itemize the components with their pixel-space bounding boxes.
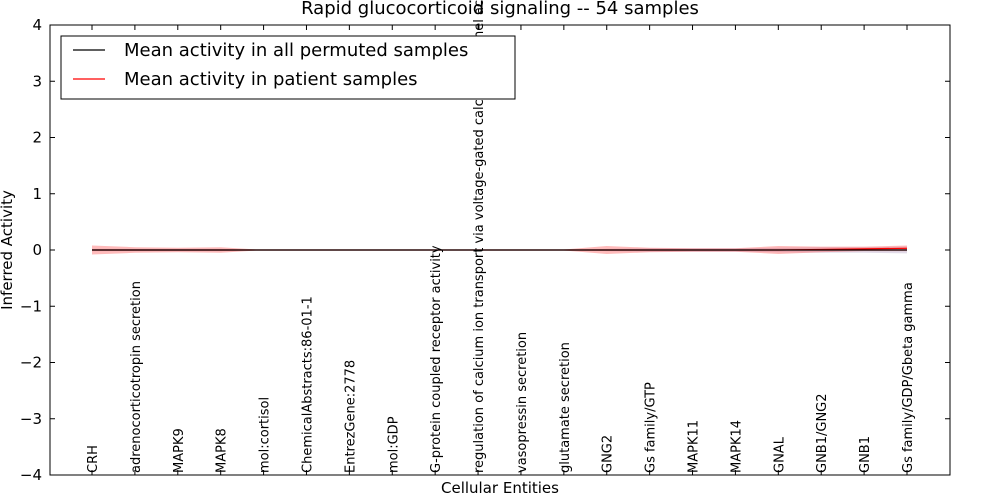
y-tick-label: 0 (32, 241, 42, 259)
chart-title: Rapid glucocorticoid signaling -- 54 sam… (301, 0, 699, 19)
y-axis-label: Inferred Activity (0, 190, 16, 310)
legend-label-patient: Mean activity in patient samples (124, 69, 418, 90)
legend-label-permuted: Mean activity in all permuted samples (124, 40, 468, 61)
x-tick-label: Gs family/GDP/Gbeta gamma (901, 282, 916, 473)
x-axis (91, 25, 908, 475)
y-tick-label: 1 (32, 185, 42, 203)
x-tick-label: Gs family/GTP (644, 382, 659, 473)
x-tick-label: mol:GDP (386, 416, 401, 473)
y-tick-label: −1 (20, 297, 42, 315)
y-axis: 4 3 2 1 0 −1 −2 −3 −4 (20, 16, 950, 484)
x-tick-label: glutamate secretion (558, 342, 573, 473)
x-tick-label: EntrezGene:2778 (343, 360, 358, 473)
x-tick-label: ChemicalAbstracts:86-01-1 (300, 296, 315, 473)
x-tick-label: GNB1 (858, 436, 873, 473)
x-tick-label: GNAL (772, 436, 787, 473)
x-axis-label: Cellular Entities (441, 479, 559, 497)
x-tick-label: adrenocorticotropin secretion (129, 281, 144, 473)
y-tick-label: 4 (32, 16, 42, 34)
x-tick-label: regulation of calcium ion transport via … (472, 0, 487, 473)
series-lines (92, 247, 908, 251)
legend-box (60, 35, 516, 100)
x-tick-label: MAPK9 (172, 428, 187, 473)
x-tick-label: CRH (86, 445, 101, 473)
x-tick-label: MAPK14 (729, 420, 744, 473)
x-tick-label: GNG2 (601, 435, 616, 473)
x-tick-label: mol:cortisol (258, 397, 273, 473)
x-tick-label: MAPK11 (687, 420, 702, 473)
x-tick-label: vasopressin secretion (515, 332, 530, 473)
x-tick-label: MAPK8 (215, 428, 230, 473)
y-tick-label: 3 (32, 72, 42, 90)
x-tick-label: G-protein coupled receptor activity (429, 245, 444, 473)
legend: Mean activity in all permuted samples Me… (60, 35, 516, 100)
y-tick-label: −2 (20, 354, 42, 372)
y-tick-label: −4 (20, 466, 42, 484)
y-tick-label: −3 (20, 410, 42, 428)
band-permuted (92, 246, 907, 254)
x-tick-label: GNB1/GNG2 (815, 393, 830, 473)
y-tick-label: 2 (32, 129, 42, 147)
